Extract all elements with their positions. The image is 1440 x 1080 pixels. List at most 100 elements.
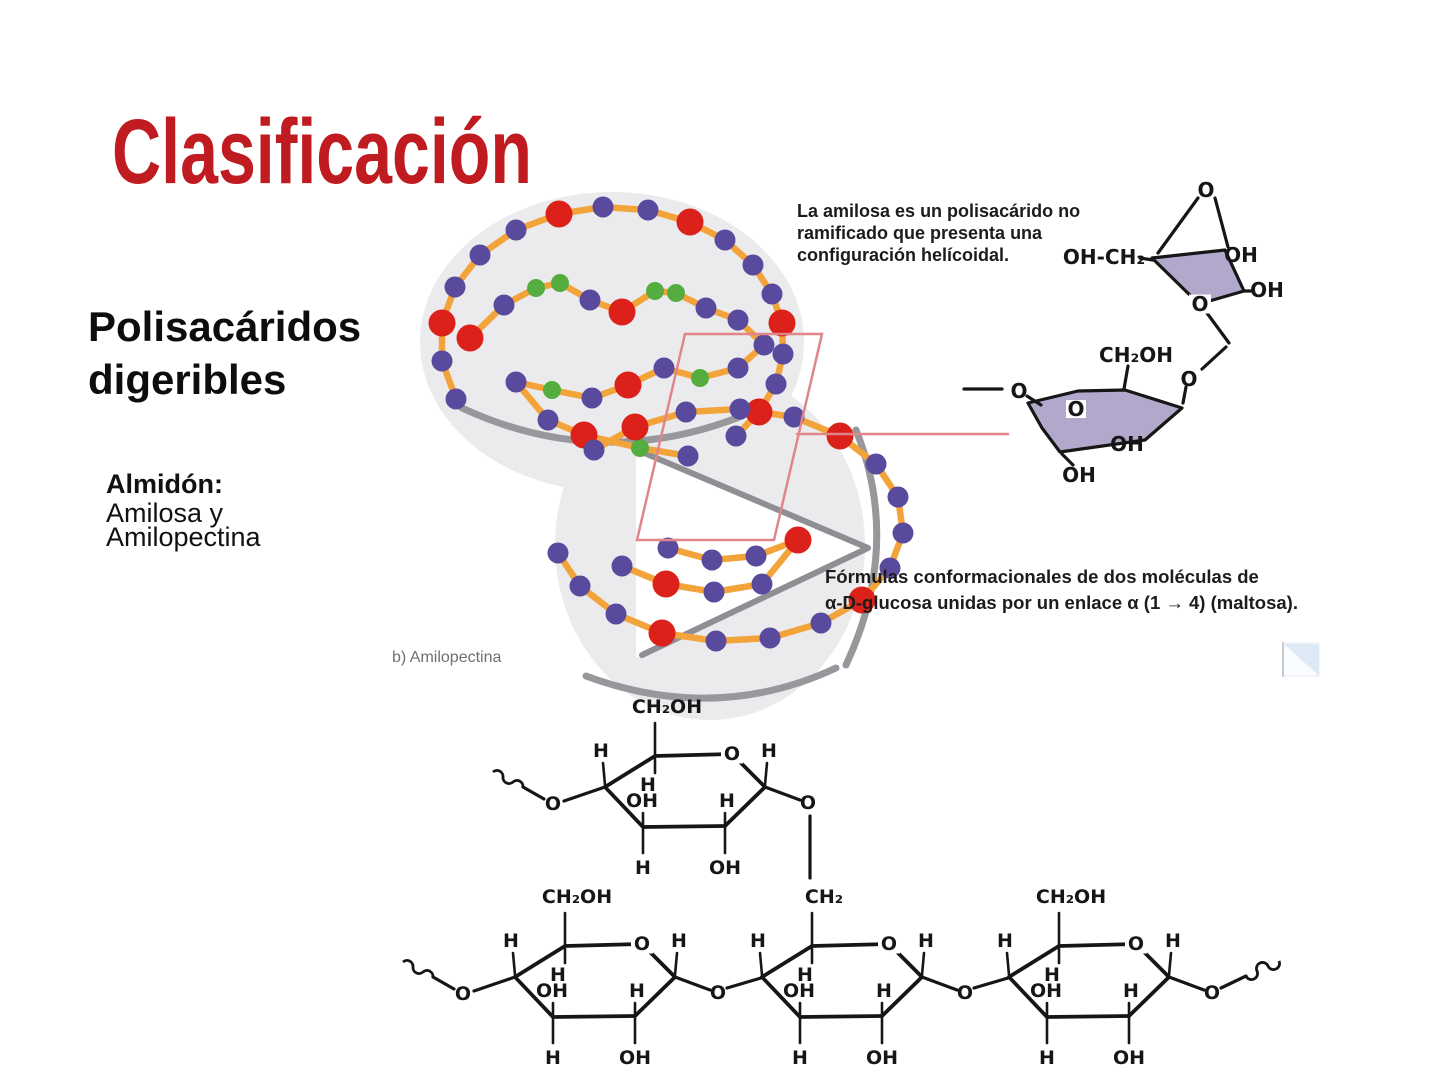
chem-label: OH <box>709 857 741 879</box>
glucose-bead <box>543 381 561 399</box>
glucose-bead <box>527 279 545 297</box>
chem-label: OH-CH₂ <box>1063 245 1145 269</box>
almidon-line-2: Amilopectina <box>106 522 261 552</box>
wavy-bond <box>492 769 525 788</box>
description-line: La amilosa es un polisacárido no <box>797 201 1081 221</box>
glucose-bead <box>657 537 679 559</box>
glucose-bead <box>611 555 633 577</box>
chem-label: OH <box>783 980 815 1002</box>
glucose-bead <box>701 549 723 571</box>
glucose-bead <box>648 619 676 647</box>
almidon-term: Almidón: <box>106 469 223 499</box>
glucose-bead <box>579 289 601 311</box>
chem-label: OH <box>1224 243 1258 267</box>
chem-label: H <box>550 964 566 986</box>
helix-illustration <box>420 192 1010 720</box>
glucose-bead <box>691 369 709 387</box>
glucose-bead <box>865 453 887 475</box>
chem-label: O <box>545 793 561 815</box>
chem-label: H <box>671 930 687 952</box>
chem-label: O <box>634 933 650 955</box>
glucose-bead <box>729 398 751 420</box>
glucose-bead <box>431 350 453 372</box>
glucose-bead <box>759 627 781 649</box>
glucose-bead <box>505 219 527 241</box>
glucose-bead <box>614 371 642 399</box>
glucose-bead <box>751 573 773 595</box>
wavy-bond <box>1244 960 1281 981</box>
chem-label: OH <box>626 790 658 812</box>
chem-label: O <box>1191 292 1208 316</box>
glucose-bead <box>725 425 747 447</box>
chem-label: O <box>455 983 471 1005</box>
glucose-bead <box>456 324 484 352</box>
glucose-bead <box>745 398 773 426</box>
glucose-bead <box>469 244 491 266</box>
caption-line: α-D-glucosa unidas por un enlace α (1 → … <box>825 592 1298 613</box>
glucose-bead <box>583 439 605 461</box>
glucose-bead <box>765 373 787 395</box>
glucose-bead <box>761 283 783 305</box>
chem-label: O <box>1010 379 1027 403</box>
caption-line: Fórmulas conformacionales de dos molécul… <box>825 566 1259 587</box>
chem-label: H <box>635 857 651 879</box>
chem-label: O <box>710 982 726 1004</box>
glucose-bead <box>505 371 527 393</box>
chem-label: H <box>750 930 766 952</box>
glucose-bead <box>653 357 675 379</box>
chem-label: OH <box>866 1047 898 1069</box>
chem-label: H <box>593 740 609 762</box>
glucose-bead <box>581 387 603 409</box>
glucose-bead <box>637 199 659 221</box>
glucose-bead <box>727 309 749 331</box>
description-line: configuración helícoidal. <box>797 245 1010 265</box>
glucose-bead <box>547 542 569 564</box>
glucose-bead <box>714 229 736 251</box>
corner-flag-icon <box>1282 642 1320 677</box>
glucose-bead <box>695 297 717 319</box>
glucose-chain <box>466 279 768 460</box>
glucose-bead <box>675 401 697 423</box>
heading-line-2: digeribles <box>88 356 287 403</box>
page-title: Clasificación <box>112 101 532 203</box>
chem-label: H <box>1165 930 1181 952</box>
chem-label: H <box>629 980 645 1002</box>
chem-label: O <box>1204 982 1220 1004</box>
chem-label: OH <box>1110 432 1144 456</box>
chem-label: O <box>1180 367 1197 391</box>
glucose-bead <box>667 284 685 302</box>
glucose-bead <box>652 570 680 598</box>
almidon-block: Almidón: Amilosa y Amilopectina <box>106 469 261 552</box>
chem-label: H <box>503 930 519 952</box>
chem-label: OH <box>619 1047 651 1069</box>
glucose-bead <box>887 486 909 508</box>
zoom-parallelogram <box>635 332 824 542</box>
glucose-bead <box>428 309 456 337</box>
maltose-caption: Fórmulas conformacionales de dos molécul… <box>825 564 1298 616</box>
chem-label: H <box>719 790 735 812</box>
glucose-bead <box>445 388 467 410</box>
glucose-bead <box>444 276 466 298</box>
chem-label: O <box>957 982 973 1004</box>
glucose-bead <box>727 357 749 379</box>
amylopectin-label: b) Amilopectina <box>392 649 502 666</box>
glucose-bead <box>537 409 559 431</box>
amylose-description: La amilosa es un polisacárido no ramific… <box>797 200 1080 266</box>
chem-label: OH <box>1062 463 1096 487</box>
glucose-bead <box>605 603 627 625</box>
glucose-bead <box>879 557 901 579</box>
chem-label: H <box>876 980 892 1002</box>
chem-label: O <box>724 743 740 765</box>
glucose-bead <box>784 526 812 554</box>
chem-label: H <box>545 1047 561 1069</box>
chem-label: OH <box>536 980 568 1002</box>
chem-label: CH₂OH <box>1036 886 1106 908</box>
glucose-bead <box>631 439 649 457</box>
chem-label: CH₂ <box>805 886 843 908</box>
glucose-ring-lower <box>1026 388 1184 454</box>
left-heading: Polisacáridos digeribles <box>88 300 361 406</box>
chem-label: H <box>1044 964 1060 986</box>
ribbon-edge-arc <box>582 664 840 702</box>
